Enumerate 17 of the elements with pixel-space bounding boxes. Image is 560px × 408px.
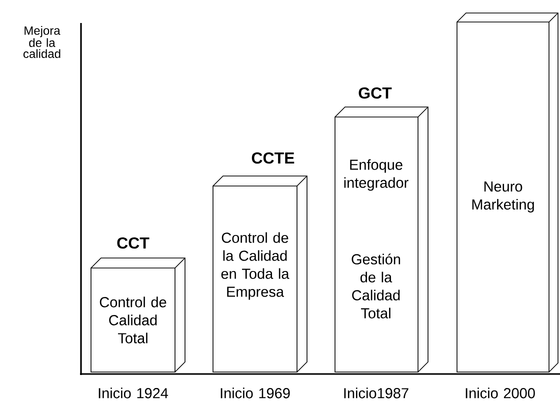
box-text: Neuro Marketing — [472, 182, 534, 212]
box-3d — [212, 152, 308, 372]
axis-label: Inicio1987 — [344, 388, 408, 398]
box-text: Control de Calidad Total — [100, 296, 166, 344]
box-heading: CCTE — [252, 152, 294, 164]
box-heading: GCT — [358, 87, 392, 99]
box-3d — [334, 87, 428, 372]
box-text: Control de la Calidad en Toda la Empresa — [221, 232, 290, 300]
axis-label: Inicio 1924 — [98, 388, 168, 398]
box-3d — [456, 12, 558, 372]
axis-title: Mejora de la calidad — [24, 26, 60, 58]
axis-label: Inicio 1969 — [220, 388, 290, 398]
box-text: Gestión de la Calidad Total — [352, 254, 400, 318]
box-3d — [90, 237, 186, 372]
box-heading: CCT — [117, 237, 150, 249]
axis-label: Inicio 2000 — [466, 388, 535, 398]
box-text: Enfoque integrador — [344, 159, 408, 191]
